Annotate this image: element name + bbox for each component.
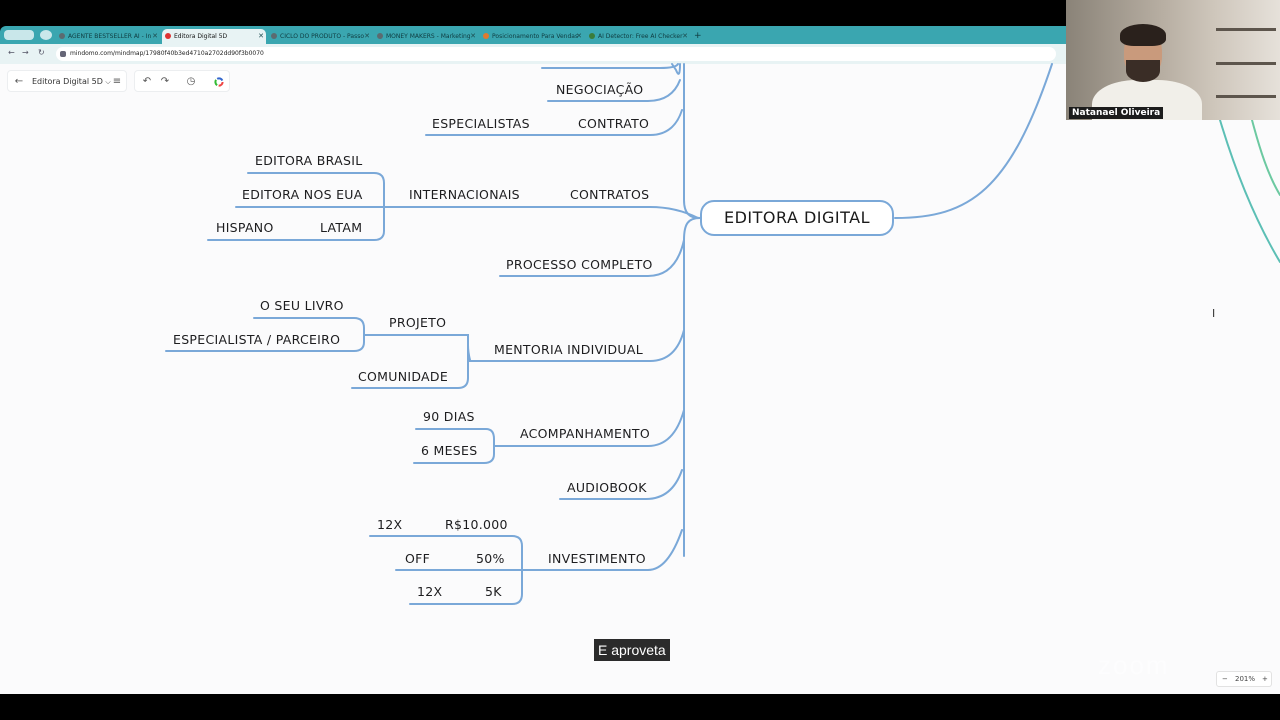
globe-icon	[271, 33, 277, 39]
topic-internacionais[interactable]: INTERNACIONAIS	[409, 187, 520, 202]
topic-negociacao[interactable]: NEGOCIAÇÃO	[556, 82, 644, 97]
mindmap-canvas[interactable]	[0, 64, 1280, 694]
topic-especialista-parceiro[interactable]: ESPECIALISTA / PARCEIRO	[173, 332, 341, 347]
close-tab-icon[interactable]: ✕	[258, 32, 264, 40]
topic-50-percent[interactable]: 50%	[476, 551, 505, 566]
live-caption: E aproveta	[594, 639, 670, 661]
orange-site-icon	[483, 33, 489, 39]
history-toolbar: ↶ ↷ ◷	[134, 70, 230, 92]
participant-hair	[1120, 24, 1166, 46]
topic-projeto[interactable]: PROJETO	[389, 315, 447, 330]
history-icon[interactable]: ◷	[186, 76, 196, 87]
zoom-in-button[interactable]: +	[1262, 675, 1268, 683]
undo-button[interactable]: ↶	[142, 76, 152, 87]
browser-tab-strip: AGENTE BESTSELLER AI - In ✕ Editora Digi…	[0, 26, 1066, 44]
topic-5k[interactable]: 5K	[485, 584, 502, 599]
topic-r10000[interactable]: R$10.000	[445, 517, 508, 532]
mindomo-icon	[165, 33, 171, 39]
topic-off[interactable]: OFF	[405, 551, 431, 566]
topic-audiobook[interactable]: AUDIOBOOK	[567, 480, 647, 495]
topic-90-dias[interactable]: 90 DIAS	[423, 409, 475, 424]
url-field[interactable]: mindomo.com/mindmap/17980f40b3ed4710a270…	[56, 47, 1056, 61]
close-tab-icon[interactable]: ✕	[364, 32, 370, 40]
zoom-level-control: − 201% +	[1216, 671, 1272, 687]
topic-editora-eua[interactable]: EDITORA NOS EUA	[242, 187, 363, 202]
globe-icon	[59, 33, 65, 39]
chevron-down-icon: ⌵	[105, 78, 111, 86]
topic-contrato[interactable]: CONTRATO	[578, 116, 650, 131]
topic-processo-completo[interactable]: PROCESSO COMPLETO	[506, 257, 653, 272]
screen-bottom-bar	[0, 694, 1280, 720]
topic-editora-brasil[interactable]: EDITORA BRASIL	[255, 153, 363, 168]
video-shelf	[1216, 62, 1276, 65]
topic-12x-top[interactable]: 12X	[377, 517, 403, 532]
tab-posicionamento[interactable]: Posicionamento Para Vendas ✕	[480, 29, 584, 44]
zoom-out-button[interactable]: −	[1222, 675, 1228, 683]
site-info-icon[interactable]	[60, 51, 66, 57]
topic-mentoria-individual[interactable]: MENTORIA INDIVIDUAL	[494, 342, 643, 357]
topic-acompanhamento[interactable]: ACOMPANHAMENTO	[520, 426, 650, 441]
text-cursor-icon: I	[1212, 307, 1216, 320]
participant-beard	[1126, 60, 1160, 82]
topic-contratos[interactable]: CONTRATOS	[570, 187, 650, 202]
close-tab-icon[interactable]: ✕	[152, 32, 158, 40]
tab-ai-detector[interactable]: AI Detector: Free AI Checker ✕	[586, 29, 690, 44]
close-tab-icon[interactable]: ✕	[470, 32, 476, 40]
tab-editora-digital[interactable]: Editora Digital 5D ✕	[162, 29, 266, 44]
window-controls[interactable]	[4, 30, 34, 40]
map-title-dropdown[interactable]: Editora Digital 5D ⌵	[32, 77, 111, 86]
back-arrow-icon[interactable]: ←	[8, 48, 15, 57]
detector-icon	[589, 33, 595, 39]
tab-money-makers[interactable]: MONEY MAKERS - Marketing ✕	[374, 29, 478, 44]
close-tab-icon[interactable]: ✕	[576, 32, 582, 40]
wordpress-icon	[377, 33, 383, 39]
topic-12x-bottom[interactable]: 12X	[417, 584, 443, 599]
zoom-level-value: 201%	[1235, 675, 1256, 683]
forward-arrow-icon[interactable]: →	[22, 48, 29, 57]
topic-o-seu-livro[interactable]: O SEU LIVRO	[260, 298, 344, 313]
zoom-watermark: zoom	[1098, 650, 1170, 680]
new-tab-button[interactable]: +	[694, 31, 702, 41]
redo-button[interactable]: ↷	[160, 76, 170, 87]
topic-comunidade[interactable]: COMUNIDADE	[358, 369, 449, 384]
tab-search-icon[interactable]	[40, 30, 52, 40]
menu-icon[interactable]: ≡	[112, 76, 122, 87]
topic-investimento[interactable]: INVESTIMENTO	[548, 551, 646, 566]
topic-latam[interactable]: LATAM	[320, 220, 363, 235]
tab-ciclo-produto[interactable]: CICLO DO PRODUTO - Passo ✕	[268, 29, 372, 44]
browser-address-bar: ← → ↻ mindomo.com/mindmap/17980f40b3ed47…	[0, 44, 1066, 64]
tab-agente-bestseller[interactable]: AGENTE BESTSELLER AI - In ✕	[56, 29, 160, 44]
back-button[interactable]: ←	[14, 76, 24, 87]
close-tab-icon[interactable]: ✕	[682, 32, 688, 40]
topic-hispano[interactable]: HISPANO	[216, 220, 274, 235]
topic-6-meses[interactable]: 6 MESES	[421, 443, 478, 458]
mindmap-toolbar: ← Editora Digital 5D ⌵ ≡	[7, 70, 127, 92]
color-wheel-icon[interactable]	[211, 74, 227, 90]
video-shelf	[1216, 28, 1276, 31]
participant-name-label: Natanael Oliveira	[1069, 107, 1164, 119]
topic-especialistas[interactable]: ESPECIALISTAS	[432, 116, 530, 131]
participant-video[interactable]: Natanael Oliveira	[1066, 0, 1280, 120]
reload-icon[interactable]: ↻	[38, 48, 45, 57]
central-topic[interactable]: EDITORA DIGITAL	[700, 200, 894, 236]
video-shelf	[1216, 95, 1276, 98]
